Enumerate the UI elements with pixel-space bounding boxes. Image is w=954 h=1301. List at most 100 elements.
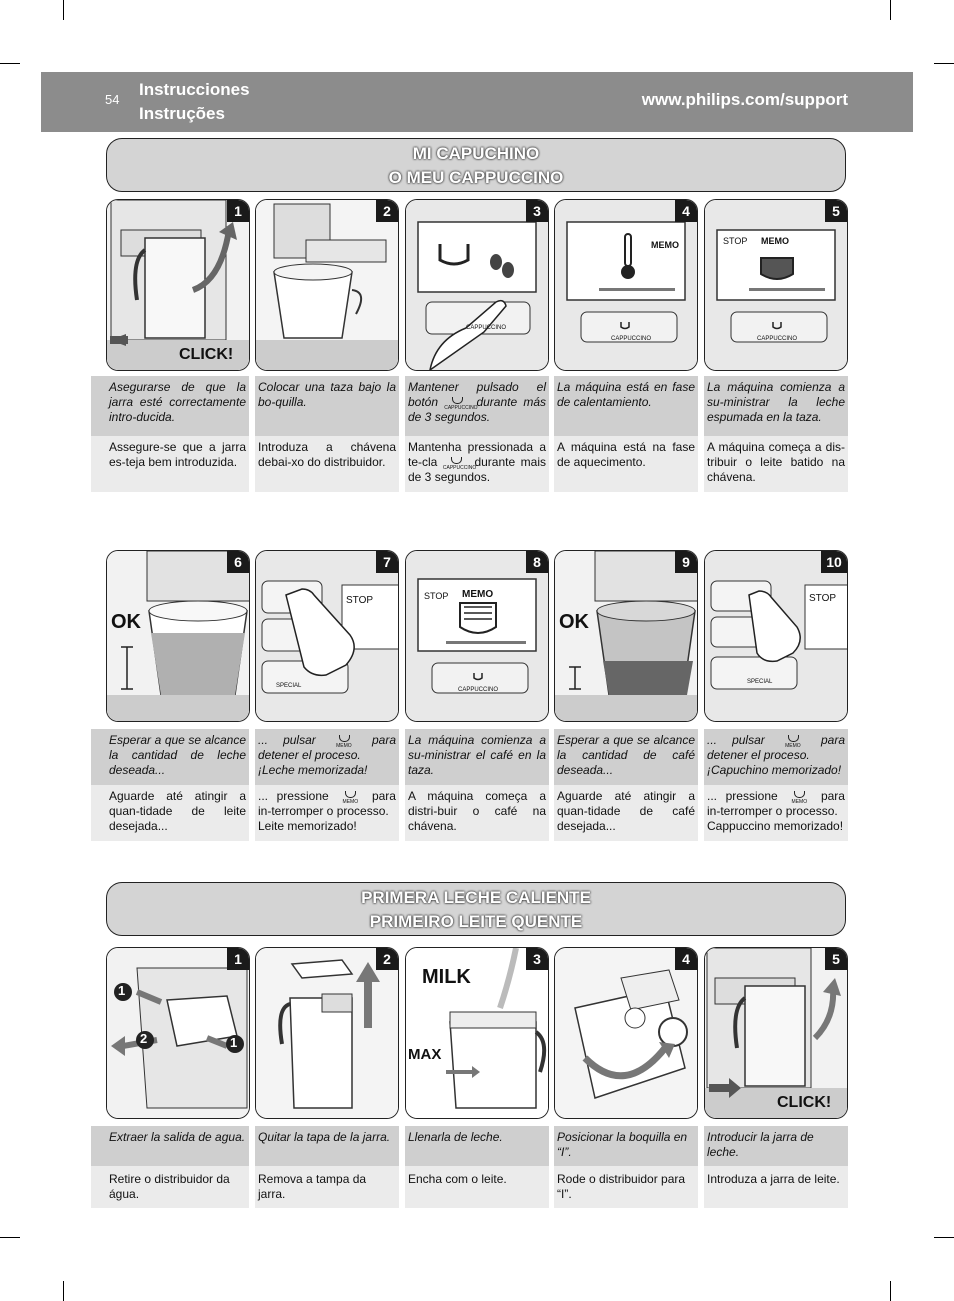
memo-label: MEMO [651, 240, 679, 250]
page-number: 54 [105, 92, 120, 107]
step-number: 9 [675, 551, 697, 573]
step-illustration: OK 9 [554, 550, 698, 722]
instruction-pt: A máquina começa a distri-buir o café na… [405, 785, 549, 841]
instruction-es: Esperar a que se alcance la cantidad de … [554, 729, 698, 785]
memo-button-icon: MEMO [331, 735, 357, 749]
milk-label: MILK [422, 966, 471, 988]
page-header: 54 Instrucciones Instruções www.philips.… [41, 72, 913, 132]
step-number: 4 [675, 200, 697, 222]
crop-mark [890, 0, 891, 20]
step-illustration: STOP SPECIAL 7 [255, 550, 399, 722]
step-number: 10 [821, 551, 847, 573]
instruction-es: ... pulsar MEMO para detener el proceso.… [704, 729, 848, 785]
step-illustration: MEMO CAPPUCCINO 4 [554, 199, 698, 371]
instruction-es: Quitar la tapa de la jarra. [255, 1126, 399, 1166]
step-illustration: 1 2 1 1 [106, 947, 250, 1119]
header-title-es: Instrucciones [139, 80, 250, 99]
cappuccino-label: CAPPUCCINO [458, 687, 499, 693]
callout-two: 2 [140, 1031, 148, 1046]
section-title-es: MI CAPUCHINO [412, 144, 540, 163]
crop-mark [63, 1281, 64, 1301]
special-label: SPECIAL [276, 683, 302, 689]
header-title-pt: Instruções [139, 104, 225, 123]
step-illustration: OK 6 [106, 550, 250, 722]
step-number: 3 [526, 200, 548, 222]
cappuccino-label: CAPPUCCINO [611, 336, 652, 342]
step-number: 3 [526, 948, 548, 970]
instruction-es: Posicionar la boquilla en “I”. [554, 1126, 698, 1166]
instruction-pt: Rode o distribuidor para “I”. [554, 1166, 698, 1208]
step-illustration: 4 [554, 947, 698, 1119]
step-number: 6 [227, 551, 249, 573]
section-title-pt: O MEU CAPPUCCINO [388, 168, 564, 187]
support-url[interactable]: www.philips.com/support [641, 90, 848, 109]
memo-label: MEMO [462, 589, 494, 600]
instruction-pt: Mantenha pressionada a te-cla CAPPUCCINO… [405, 436, 549, 492]
callout-one: 1 [118, 983, 126, 998]
step-number: 2 [376, 948, 398, 970]
instruction-pt: Retire o distribuidor da água. [91, 1166, 249, 1208]
step-number: 5 [825, 200, 847, 222]
cappuccino-button-icon: CAPPUCCINO [444, 397, 478, 411]
section-title-es: PRIMERA LECHE CALIENTE [361, 888, 591, 907]
instruction-es: Esperar a que se alcance la cantidad de … [91, 729, 249, 785]
max-label: MAX [408, 1046, 442, 1063]
instruction-pt: Introduza a chávena debai-xo do distribu… [255, 436, 399, 492]
ok-label: OK [559, 611, 589, 633]
instruction-pt: Aguarde até atingir a quan-tidade de caf… [554, 785, 698, 841]
memo-button-icon: MEMO [337, 791, 363, 805]
instruction-pt: ... pressione MEMO para in-terromper o p… [704, 785, 848, 841]
instruction-es: La máquina está en fase de calentamiento… [554, 376, 698, 436]
step-number: 8 [526, 551, 548, 573]
instruction-pt: Remova a tampa da jarra. [255, 1166, 399, 1208]
instruction-es: La máquina comienza a su-ministrar la le… [704, 376, 848, 436]
click-label: CLICK! [179, 346, 234, 363]
memo-button-icon: MEMO [780, 735, 806, 749]
instruction-es: Llenarla de leche. [405, 1126, 549, 1166]
step-number: 1 [227, 948, 249, 970]
step-illustration: CLICK! 5 [704, 947, 848, 1119]
step-number: 5 [825, 948, 847, 970]
step-illustration: STOP MEMO CAPPUCCINO 8 [405, 550, 549, 722]
cappuccino-button-icon: CAPPUCCINO [443, 457, 476, 471]
instruction-es: Asegurarse de que la jarra esté correcta… [91, 376, 249, 436]
instruction-pt: A máquina começa a dis-tribuir o leite b… [704, 436, 848, 492]
instruction-pt: Introduza a jarra de leite. [704, 1166, 848, 1208]
section-banner-first-milk: PRIMERA LECHE CALIENTE PRIMEIRO LEITE QU… [106, 882, 846, 936]
step-illustration: 2 [255, 947, 399, 1119]
step-number: 2 [376, 200, 398, 222]
step-illustration: CAPPUCCINO 3 [405, 199, 549, 371]
instruction-es: Mantener pulsado el botón CAPPUCCINO dur… [405, 376, 549, 436]
instruction-pt: Encha com o leite. [405, 1166, 549, 1208]
step-number: 4 [675, 948, 697, 970]
instruction-es: La máquina comienza a su-ministrar el ca… [405, 729, 549, 785]
crop-mark [0, 1237, 20, 1238]
section-banner-cappuccino: MI CAPUCHINO O MEU CAPPUCCINO [106, 138, 846, 192]
cappuccino-label: CAPPUCCINO [757, 336, 798, 342]
step-illustration: MILK MAX 3 [405, 947, 549, 1119]
memo-button-icon: MEMO [786, 791, 812, 805]
instruction-pt: Assegure-se que a jarra es-teja bem intr… [91, 436, 249, 492]
crop-mark [0, 63, 20, 64]
section-title-pt: PRIMEIRO LEITE QUENTE [369, 912, 583, 931]
crop-mark [890, 1281, 891, 1301]
step-illustration: 2 [255, 199, 399, 371]
step-illustration: CLICK! 1 [106, 199, 250, 371]
ok-label: OK [111, 611, 141, 633]
step-illustration: STOP SPECIAL 10 [704, 550, 848, 722]
crop-mark [934, 1237, 954, 1238]
step-number: 7 [376, 551, 398, 573]
step-illustration: STOP MEMO CAPPUCCINO 5 [704, 199, 848, 371]
crop-mark [934, 63, 954, 64]
instruction-es: Colocar una taza bajo la bo-quilla. [255, 376, 399, 436]
callout-one: 1 [230, 1035, 238, 1050]
instruction-es: ... pulsar MEMO para detener el proceso.… [255, 729, 399, 785]
stop-label: STOP [424, 591, 449, 601]
instruction-es: Extraer la salida de agua. [91, 1126, 249, 1166]
cappuccino-label: CAPPUCCINO [466, 325, 507, 331]
instruction-es: Introducir la jarra de leche. [704, 1126, 848, 1166]
stop-label: STOP [723, 236, 748, 246]
instruction-pt: ... pressione MEMO para in-terromper o p… [255, 785, 399, 841]
click-label: CLICK! [777, 1094, 832, 1111]
instruction-pt: A máquina está na fase de aquecimento. [554, 436, 698, 492]
